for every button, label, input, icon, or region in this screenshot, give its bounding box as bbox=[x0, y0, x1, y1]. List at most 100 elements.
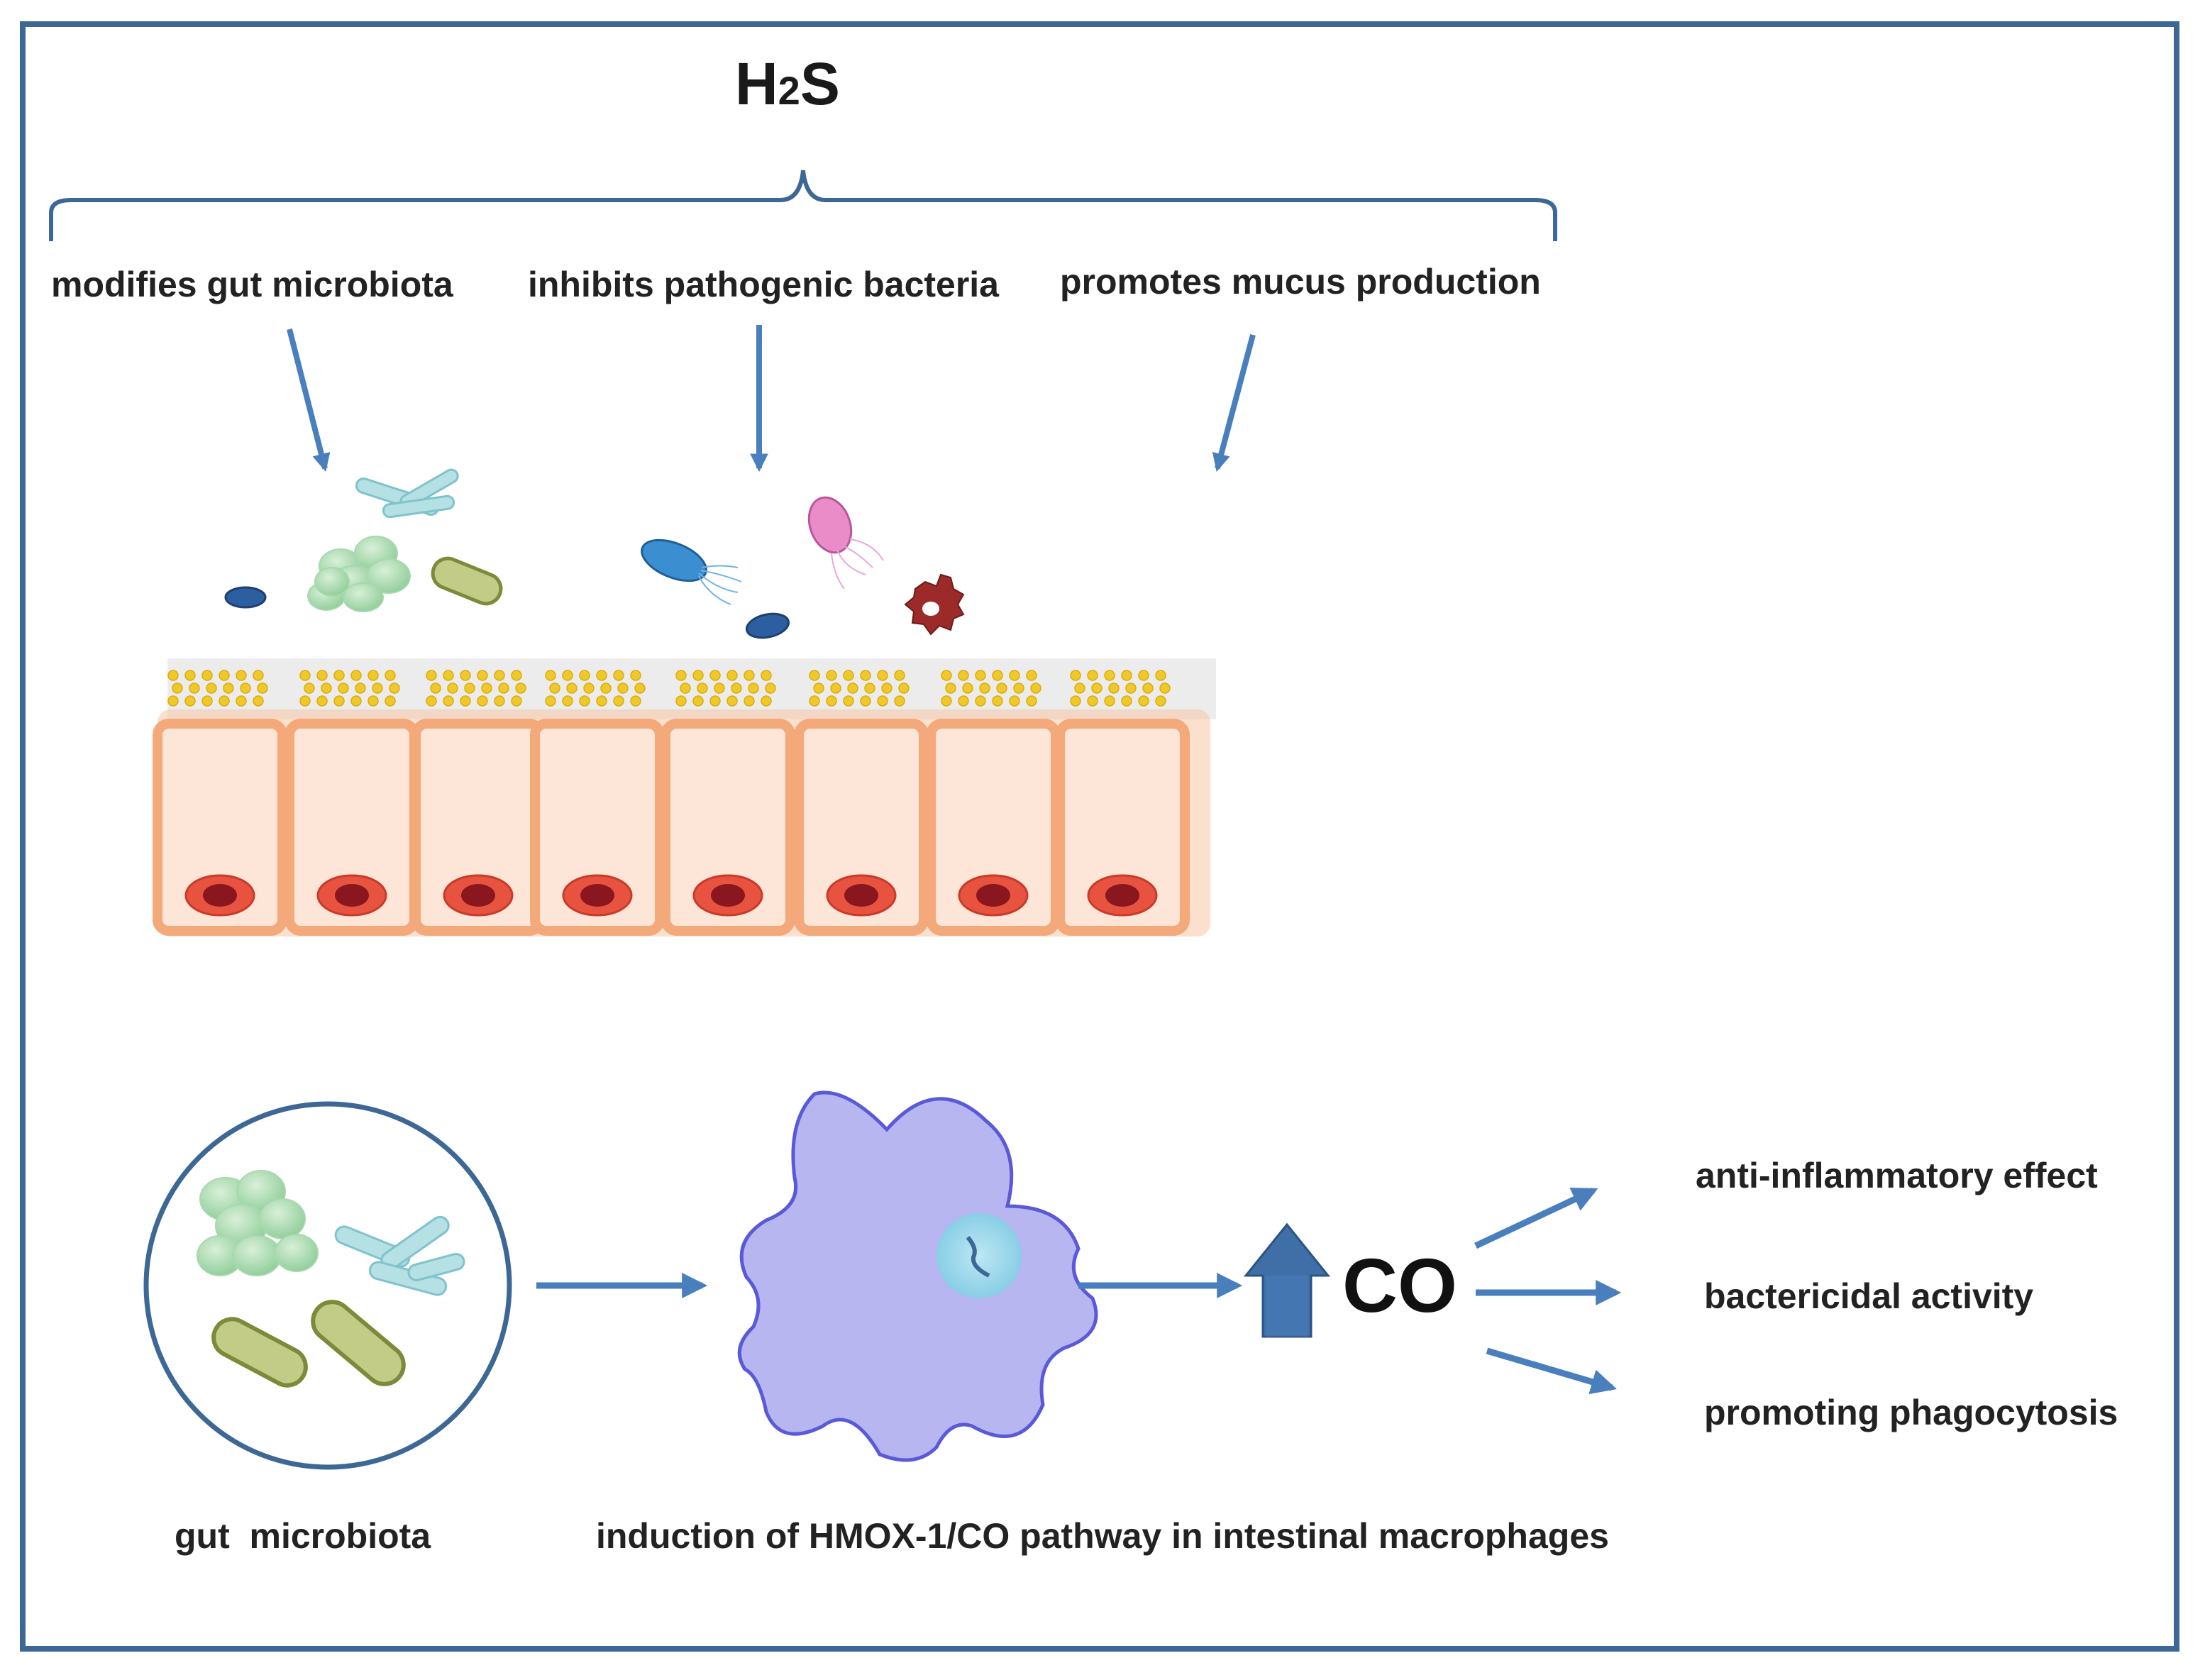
microvillus bbox=[958, 670, 969, 681]
microvillus bbox=[945, 682, 956, 694]
microvillus bbox=[236, 695, 247, 707]
microvillus bbox=[765, 682, 776, 694]
microvillus bbox=[1138, 670, 1149, 681]
microvillus bbox=[596, 670, 607, 681]
microvillus bbox=[962, 682, 973, 694]
microvillus bbox=[613, 695, 624, 707]
microvillus bbox=[809, 695, 820, 707]
microvillus bbox=[634, 682, 646, 694]
microvillus bbox=[761, 670, 772, 681]
microvillus bbox=[219, 670, 230, 681]
microvillus bbox=[941, 670, 952, 681]
microvillus bbox=[843, 670, 854, 681]
microvillus bbox=[996, 682, 1007, 694]
microvillus bbox=[511, 695, 522, 707]
microvillus bbox=[1121, 695, 1132, 707]
microvillus bbox=[316, 670, 328, 681]
microvillus bbox=[206, 682, 217, 694]
microvillus bbox=[481, 682, 492, 694]
microvillus bbox=[675, 670, 687, 681]
microvillus bbox=[898, 682, 910, 694]
microvillus bbox=[617, 682, 629, 694]
microvillus bbox=[726, 670, 738, 681]
microvillus bbox=[304, 682, 315, 694]
microvillus bbox=[877, 695, 888, 707]
microvillus bbox=[1087, 695, 1098, 707]
microvillus bbox=[1125, 682, 1137, 694]
microvillus bbox=[368, 670, 379, 681]
gut-microbiota-label: gut microbiota bbox=[175, 1516, 431, 1556]
microvillus bbox=[1026, 695, 1037, 707]
microvillus bbox=[460, 695, 471, 707]
microvillus bbox=[744, 695, 755, 707]
microvillus bbox=[426, 695, 437, 707]
macrophage bbox=[737, 1090, 1098, 1462]
microvillus bbox=[447, 682, 458, 694]
macrophage-nucleus bbox=[936, 1213, 1022, 1298]
microvillus bbox=[1026, 670, 1037, 681]
label-modifies-microbiota: modifies gut microbiota bbox=[51, 265, 453, 304]
label-inhibits-pathogens: inhibits pathogenic bacteria bbox=[528, 265, 999, 304]
microvillus bbox=[257, 682, 268, 694]
microvillus bbox=[1104, 670, 1115, 681]
arrow-outcome-3 bbox=[1486, 1347, 1617, 1395]
microvillus bbox=[236, 670, 247, 681]
microvillus bbox=[1155, 695, 1166, 707]
microvillus bbox=[731, 682, 742, 694]
microvillus bbox=[189, 682, 200, 694]
microvillus bbox=[680, 682, 691, 694]
microvillus bbox=[894, 695, 905, 707]
microvillus bbox=[498, 682, 509, 694]
microvillus bbox=[201, 695, 213, 707]
microvillus bbox=[167, 695, 179, 707]
microvillus bbox=[389, 682, 400, 694]
microvillus bbox=[430, 682, 441, 694]
microvillus bbox=[761, 695, 772, 707]
chromatin bbox=[461, 884, 495, 907]
arrow-outcome-1 bbox=[1474, 1187, 1598, 1249]
microvillus bbox=[1138, 695, 1149, 707]
microvillus bbox=[545, 670, 556, 681]
microvillus bbox=[1013, 682, 1024, 694]
microvillus bbox=[697, 682, 708, 694]
microvillus bbox=[562, 670, 573, 681]
microvillus bbox=[726, 695, 738, 707]
microvillus bbox=[600, 682, 612, 694]
microvillus bbox=[184, 695, 196, 707]
microvillus bbox=[864, 682, 875, 694]
microvillus bbox=[975, 695, 986, 707]
microvillus bbox=[1155, 670, 1166, 681]
chromatin bbox=[1105, 884, 1139, 907]
microvillus bbox=[443, 695, 454, 707]
microvillus bbox=[579, 670, 590, 681]
microvillus bbox=[511, 670, 522, 681]
microvillus bbox=[477, 670, 488, 681]
chromosome-icon bbox=[966, 1236, 990, 1278]
microvillus bbox=[826, 695, 837, 707]
microvillus bbox=[809, 670, 820, 681]
chromatin bbox=[844, 884, 878, 907]
h2s-title: H2S bbox=[735, 50, 840, 117]
epithelial-layer bbox=[153, 709, 1210, 936]
microvillus bbox=[1070, 670, 1081, 681]
microvillus bbox=[545, 695, 556, 707]
microvillus bbox=[515, 682, 526, 694]
microvillus bbox=[583, 682, 595, 694]
microvillus bbox=[477, 695, 488, 707]
microvillus bbox=[714, 682, 725, 694]
microvillus bbox=[1108, 682, 1120, 694]
microvillus bbox=[744, 670, 755, 681]
epithelial-cell bbox=[1055, 719, 1190, 936]
curly-brace bbox=[49, 170, 1557, 241]
microvillus bbox=[443, 670, 454, 681]
microvillus bbox=[562, 695, 573, 707]
microvillus bbox=[464, 682, 475, 694]
microvillus bbox=[596, 695, 607, 707]
microvillus bbox=[958, 695, 969, 707]
microvillus bbox=[1121, 670, 1132, 681]
microvillus bbox=[1087, 670, 1098, 681]
microvillus bbox=[549, 682, 560, 694]
microvillus bbox=[847, 682, 858, 694]
microvillus bbox=[350, 695, 362, 707]
epithelial-cell bbox=[661, 719, 795, 936]
